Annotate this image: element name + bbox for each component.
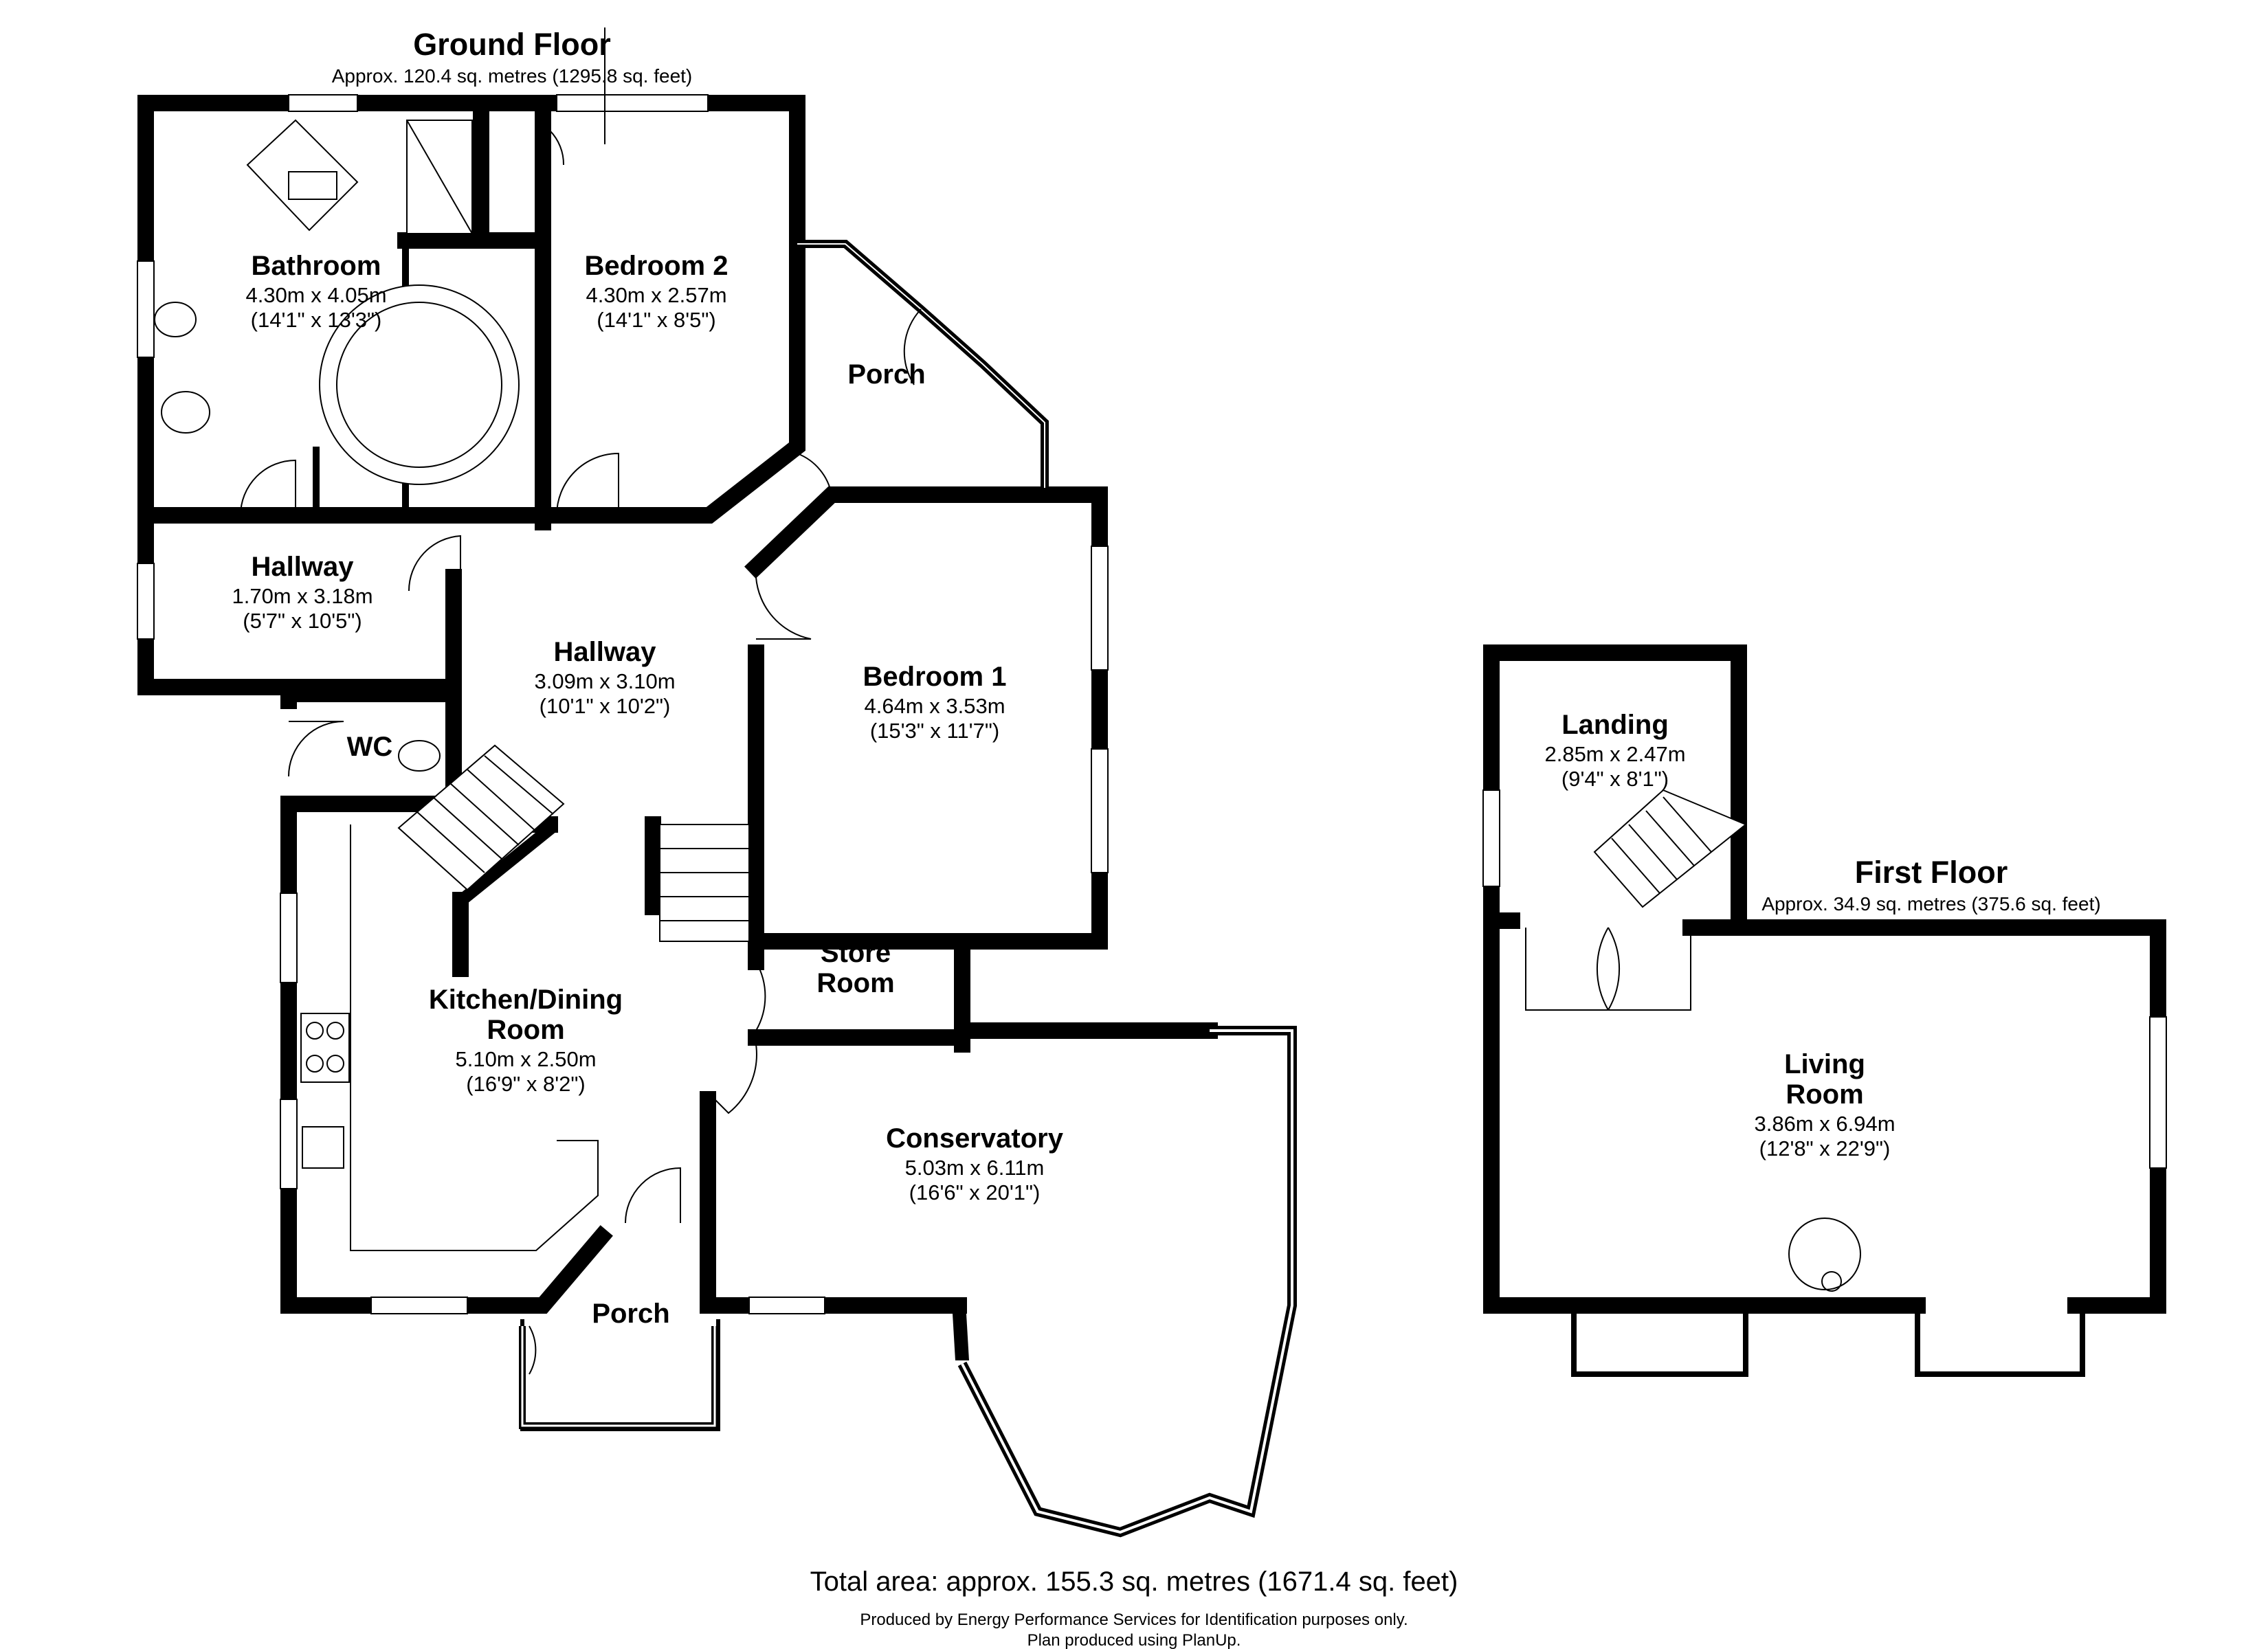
first-floor-title: First Floor bbox=[1855, 855, 2008, 890]
spiral-stair-icon bbox=[1788, 1218, 1861, 1290]
staircase bbox=[1593, 789, 1747, 908]
room-name-kitchen-dining: Room bbox=[487, 1015, 564, 1045]
room-name-landing: Landing bbox=[1561, 710, 1669, 740]
room-imperial-kitchen-dining: (16'9" x 8'2") bbox=[466, 1072, 585, 1096]
door bbox=[755, 961, 766, 1031]
room-imperial-hallway-small: (5'7" x 10'5") bbox=[243, 609, 362, 633]
room-name-bathroom: Bathroom bbox=[252, 251, 381, 281]
room-name-porch-top: Porch bbox=[847, 359, 925, 390]
room-name-living-room: Living bbox=[1784, 1049, 1865, 1079]
fixtures bbox=[154, 119, 750, 1251]
hob-icon bbox=[300, 1013, 350, 1083]
window bbox=[1482, 789, 1500, 887]
room-dims-bedroom-2: 4.30m x 2.57m bbox=[586, 283, 726, 307]
room-name-living-room: Room bbox=[1786, 1079, 1863, 1110]
window bbox=[280, 893, 298, 983]
toilet-icon bbox=[398, 740, 441, 772]
window bbox=[137, 260, 155, 358]
ground-floor-title: Ground Floor bbox=[413, 27, 610, 62]
windows bbox=[137, 94, 1297, 1538]
sink-icon bbox=[302, 1126, 344, 1169]
room-imperial-bedroom-2: (14'1" x 8'5") bbox=[597, 308, 715, 332]
sink-icon bbox=[288, 171, 337, 200]
room-dims-hallway-main: 3.09m x 3.10m bbox=[534, 669, 675, 693]
room-dims-kitchen-dining: 5.10m x 2.50m bbox=[455, 1047, 596, 1071]
first-floor-area: Approx. 34.9 sq. metres (375.6 sq. feet) bbox=[1761, 893, 2100, 915]
room-imperial-living-room: (12'8" x 22'9") bbox=[1759, 1136, 1891, 1160]
door bbox=[240, 459, 296, 516]
window bbox=[370, 1297, 468, 1314]
door bbox=[408, 535, 461, 592]
window bbox=[748, 1297, 825, 1314]
footer-line-2: Plan produced using PlanUp. bbox=[1027, 1631, 1241, 1649]
door bbox=[755, 576, 812, 640]
room-imperial-landing: (9'4" x 8'1") bbox=[1561, 767, 1669, 791]
door bbox=[625, 1167, 681, 1224]
window bbox=[137, 563, 155, 640]
total-area: Total area: approx. 155.3 sq. metres (16… bbox=[810, 1567, 1458, 1597]
room-dims-living-room: 3.86m x 6.94m bbox=[1754, 1112, 1895, 1136]
room-name-hallway-small: Hallway bbox=[252, 552, 355, 582]
labels: Ground Floor Approx. 120.4 sq. metres (1… bbox=[232, 27, 2100, 1649]
door bbox=[797, 453, 832, 495]
window bbox=[1091, 546, 1109, 671]
room-name-wc: WC bbox=[347, 732, 393, 762]
door bbox=[288, 721, 344, 777]
kitchen-counter bbox=[350, 824, 599, 1251]
first-floor-walls bbox=[1482, 644, 2167, 1377]
room-name-store-room: Room bbox=[816, 968, 894, 998]
room-dims-bedroom-1: 4.64m x 3.53m bbox=[864, 694, 1005, 718]
footer-line-1: Produced by Energy Performance Services … bbox=[860, 1611, 1408, 1629]
doors bbox=[240, 27, 922, 1375]
room-imperial-bedroom-1: (15'3" x 11'7") bbox=[870, 719, 999, 743]
window bbox=[556, 94, 709, 112]
ground-floor-area: Approx. 120.4 sq. metres (1295.8 sq. fee… bbox=[332, 65, 693, 87]
room-dims-bathroom: 4.30m x 4.05m bbox=[245, 283, 386, 307]
room-dims-landing: 2.85m x 2.47m bbox=[1544, 742, 1685, 766]
room-name-conservatory: Conservatory bbox=[886, 1123, 1064, 1154]
window bbox=[280, 1099, 298, 1189]
room-name-bedroom-2: Bedroom 2 bbox=[585, 251, 729, 281]
room-name-store-room: Store bbox=[821, 938, 891, 968]
window bbox=[288, 94, 358, 112]
room-name-hallway-main: Hallway bbox=[554, 637, 657, 667]
door bbox=[903, 309, 922, 385]
room-imperial-hallway-main: (10'1" x 10'2") bbox=[540, 694, 671, 718]
room-dims-conservatory: 5.03m x 6.11m bbox=[905, 1156, 1045, 1180]
room-name-bedroom-1: Bedroom 1 bbox=[863, 662, 1007, 692]
bath-icon bbox=[319, 284, 520, 485]
staircase bbox=[397, 744, 565, 891]
door bbox=[549, 103, 565, 166]
toilet-icon bbox=[161, 391, 210, 434]
door bbox=[529, 1325, 537, 1375]
door bbox=[1596, 927, 1691, 1011]
room-imperial-bathroom: (14'1" x 13'3") bbox=[251, 308, 382, 332]
window bbox=[1091, 748, 1109, 873]
toilet-icon bbox=[154, 302, 197, 337]
room-dims-hallway-small: 1.70m x 3.18m bbox=[232, 584, 373, 608]
room-name-porch-bottom: Porch bbox=[592, 1299, 669, 1329]
room-imperial-conservatory: (16'6" x 20'1") bbox=[909, 1180, 1041, 1204]
window bbox=[2149, 1016, 2167, 1169]
door bbox=[556, 452, 619, 516]
staircase bbox=[659, 824, 750, 942]
door bbox=[707, 1044, 757, 1114]
door bbox=[1525, 927, 1621, 1011]
room-name-kitchen-dining: Kitchen/Dining bbox=[429, 985, 623, 1015]
